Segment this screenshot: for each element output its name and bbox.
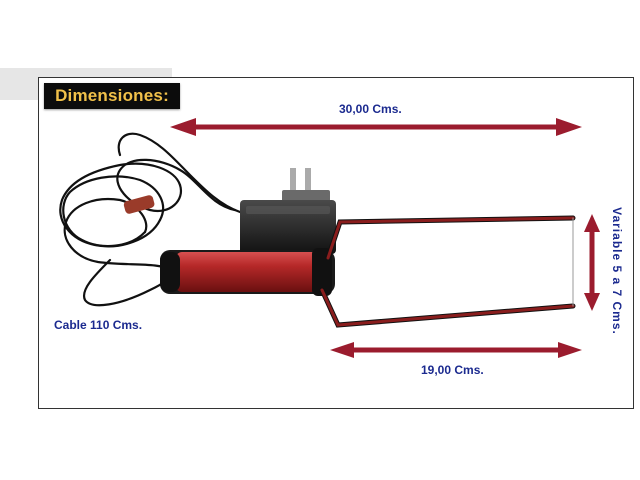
bottom-dimension-arrow <box>330 342 582 358</box>
arm-length-label: 19,00 Cms. <box>421 363 484 377</box>
gap-dimension-arrow <box>584 214 600 311</box>
red-handle <box>160 248 335 296</box>
power-adapter <box>240 168 336 254</box>
top-dimension-arrow <box>170 118 582 136</box>
cable-length-label: Cable 110 Cms. <box>54 318 143 332</box>
title-banner: Dimensiones: <box>44 83 180 109</box>
cable-tie <box>123 195 155 214</box>
cutter-arms <box>319 215 576 328</box>
overall-length-label: 30,00 Cms. <box>339 102 402 116</box>
diagram-title: Dimensiones: <box>55 86 169 105</box>
gap-range-label: Variable 5 a 7 Cms. <box>610 207 624 335</box>
